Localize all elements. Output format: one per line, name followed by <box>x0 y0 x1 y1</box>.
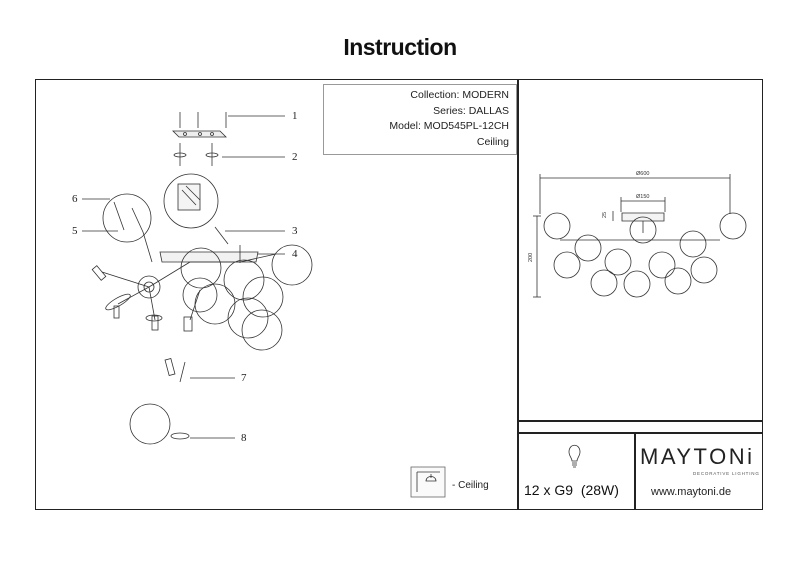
brand-logo: MAYTONi <box>640 444 755 469</box>
column-divider <box>517 79 519 510</box>
dim-canopy-height-label: 25 <box>602 212 608 218</box>
callout-2: 2 <box>292 151 298 163</box>
dim-height-label: 200 <box>528 253 534 262</box>
bulb-power-text: (28W) <box>580 482 619 498</box>
dim-canopy-label: Ø150 <box>636 194 649 200</box>
bulb-count-label: 12 x G9 (28W) <box>524 482 619 498</box>
callout-5: 5 <box>72 225 78 237</box>
footer-divider-vertical <box>634 432 636 510</box>
product-info-box: Collection: MODERN Series: DALLAS Model:… <box>323 84 517 155</box>
callout-6: 6 <box>72 193 78 205</box>
callout-8: 8 <box>241 432 247 444</box>
callout-3: 3 <box>292 225 298 237</box>
brand-tagline: DECORATIVE LIGHTING <box>693 471 760 476</box>
footer-divider-top <box>517 420 763 422</box>
dim-width-label: Ø600 <box>636 171 649 177</box>
series-label: Series: DALLAS <box>433 104 509 117</box>
bulb-count-text: 12 x G9 <box>524 482 574 498</box>
mount-type-label: Ceiling <box>476 135 509 148</box>
instruction-frame <box>35 79 763 510</box>
callout-4: 4 <box>292 248 298 260</box>
footer-divider-mid <box>517 432 763 434</box>
ceiling-mount-label: - Ceiling <box>452 480 489 491</box>
collection-label: Collection: MODERN <box>410 89 509 101</box>
model-label: Model: MOD545PL-12CH <box>389 120 509 132</box>
callout-1: 1 <box>292 110 298 122</box>
callout-7: 7 <box>241 372 247 384</box>
brand-url: www.maytoni.de <box>651 486 732 498</box>
page-title: Instruction <box>343 34 457 60</box>
